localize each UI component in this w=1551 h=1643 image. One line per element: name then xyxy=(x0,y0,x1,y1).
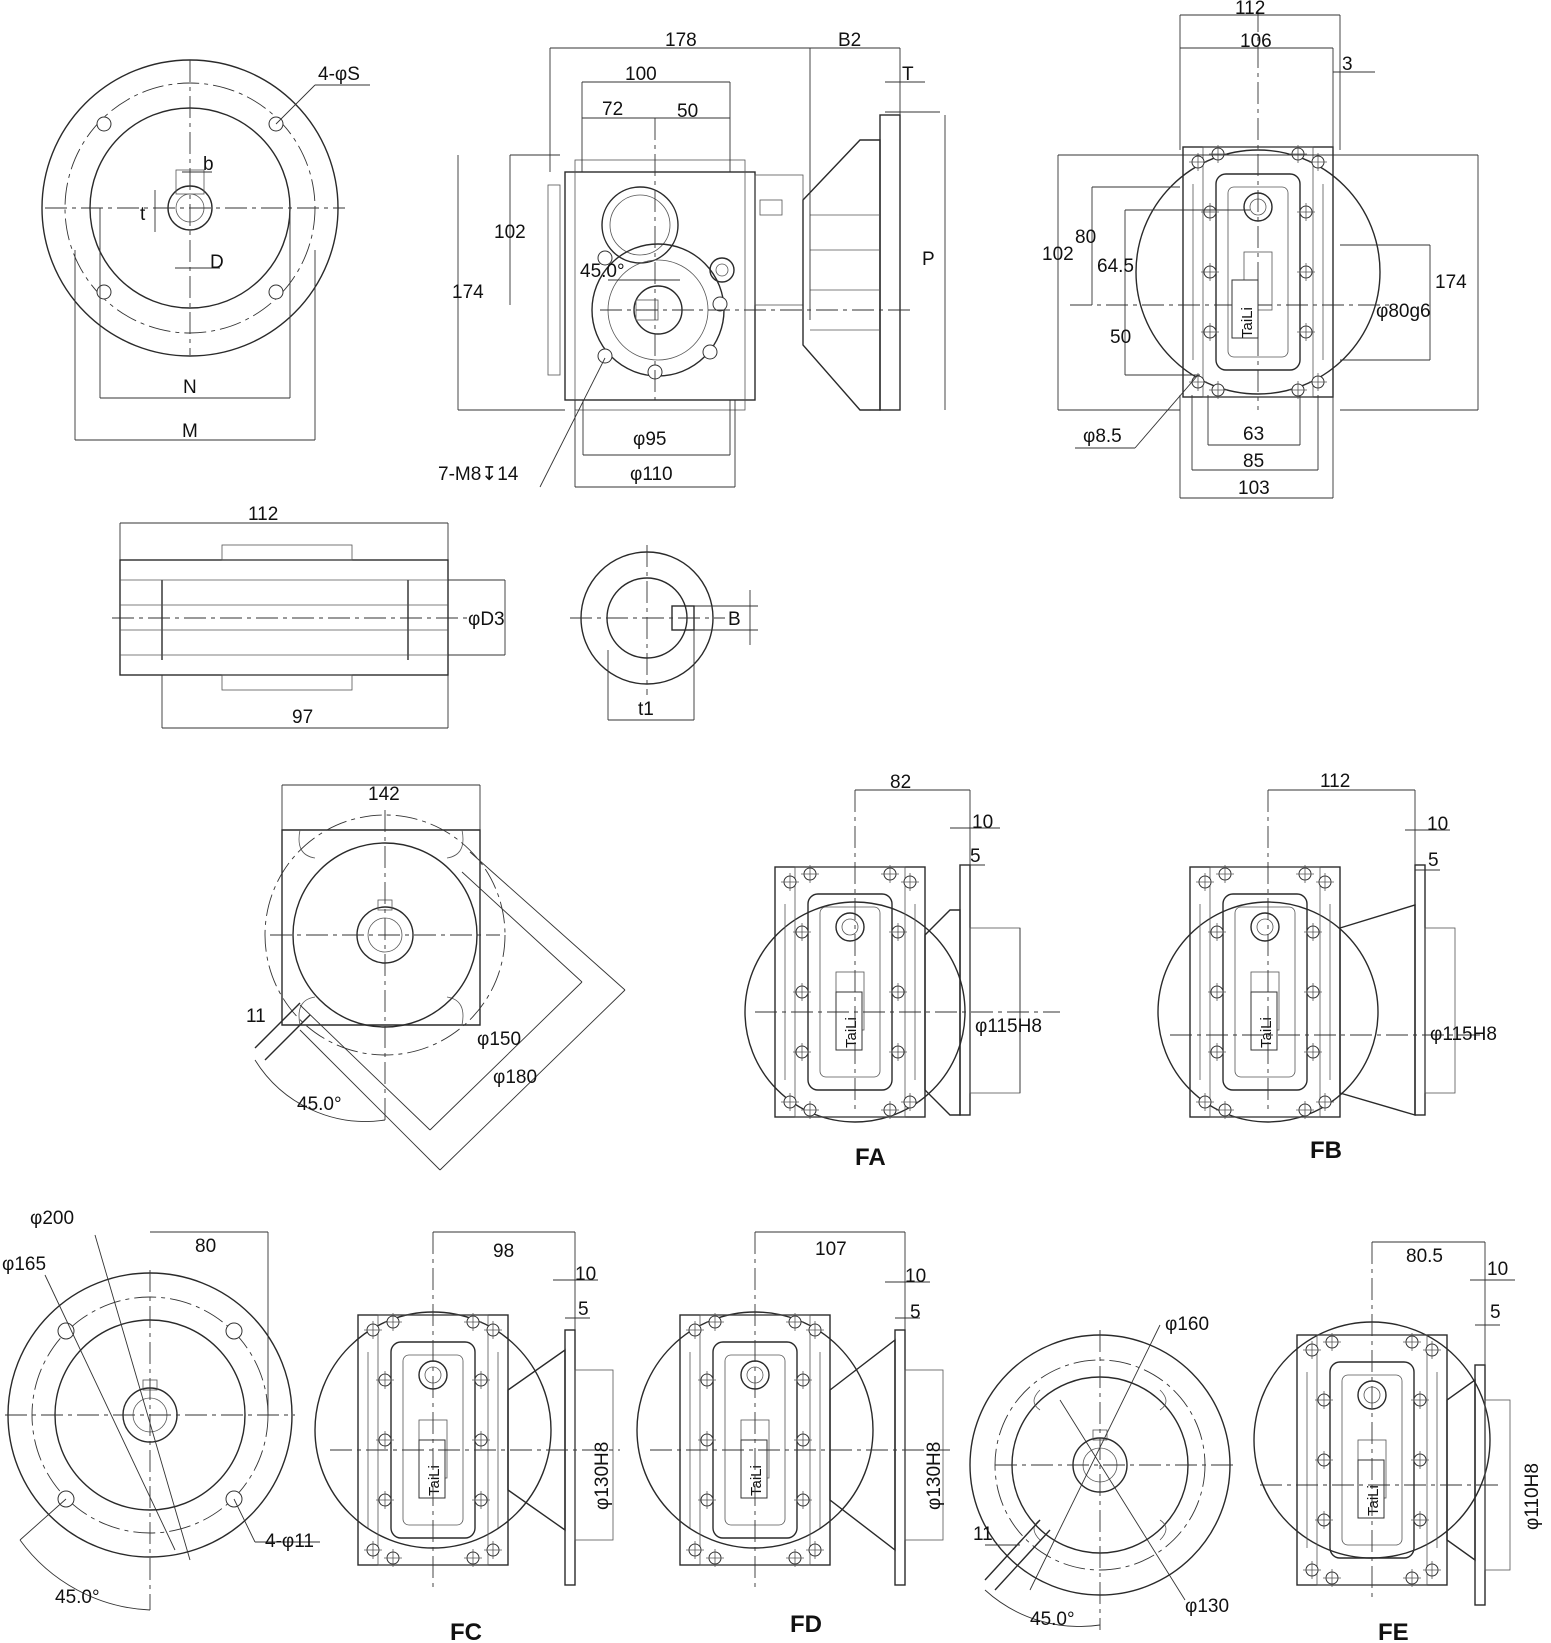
gearbox-side-view: TaiLi 112 106 3 80 102 64.5 50 174 φ80g6… xyxy=(1042,0,1479,499)
dim-5-fc: 5 xyxy=(578,1299,589,1320)
slotted-flange-view: φ160 11 φ130 45.0° xyxy=(969,1314,1235,1630)
dim-106: 106 xyxy=(1240,31,1272,52)
label-FC: FC xyxy=(450,1619,482,1643)
dim-phi110: φ110 xyxy=(630,464,673,485)
fa-view: TaiLi 82 10 5 φ115H8 FA xyxy=(744,772,1060,1171)
dim-phi115-fa: φ115H8 xyxy=(975,1016,1042,1037)
dim-107: 107 xyxy=(815,1239,847,1260)
fb-view: TaiLi 112 10 5 φ115H8 FB xyxy=(1157,771,1497,1164)
dim-t1: t1 xyxy=(638,699,654,720)
dim-10-fd: 10 xyxy=(905,1266,926,1287)
brand-label-fe: TaiLi xyxy=(1365,1485,1382,1516)
dim-phi80g6: φ80g6 xyxy=(1376,301,1431,322)
label-D: D xyxy=(210,252,224,273)
dim-112-fb: 112 xyxy=(1320,771,1350,792)
fd-view: TaiLi 107 10 5 φ130H8 FD xyxy=(636,1231,950,1638)
dim-100: 100 xyxy=(625,64,657,85)
label-t: t xyxy=(140,204,146,225)
dim-98: 98 xyxy=(493,1241,514,1262)
dim-80: 80 xyxy=(1075,227,1096,248)
dim-5-fa: 5 xyxy=(970,846,981,867)
hollow-shaft-view: 112 φD3 97 xyxy=(112,504,506,729)
dim-B2: B2 xyxy=(838,30,861,51)
dim-102: 102 xyxy=(494,222,526,243)
label-4-phiS: 4-φS xyxy=(318,64,360,85)
dim-5-fe: 5 xyxy=(1490,1302,1501,1323)
dim-angle-45-rf: 45.0° xyxy=(55,1587,100,1608)
square-flange-view: 142 11 φ150 φ180 45.0° xyxy=(246,784,626,1171)
dim-angle-45: 45.0° xyxy=(580,261,625,282)
dim-phi8-5: φ8.5 xyxy=(1083,426,1122,447)
brand-label-fc: TaiLi xyxy=(426,1465,443,1496)
dim-10-fa: 10 xyxy=(972,812,993,833)
dim-82: 82 xyxy=(890,772,911,793)
dim-phi160: φ160 xyxy=(1165,1314,1209,1335)
fc-view: TaiLi 98 10 5 φ130H8 FC xyxy=(314,1231,620,1643)
dim-angle-45-slot: 45.0° xyxy=(1030,1609,1075,1630)
dim-85: 85 xyxy=(1243,451,1264,472)
dim-10-fc: 10 xyxy=(575,1264,596,1285)
dim-174: 174 xyxy=(452,282,484,303)
dim-102b: 102 xyxy=(1042,244,1074,265)
dim-phi200: φ200 xyxy=(30,1208,74,1229)
dim-angle-45-sq: 45.0° xyxy=(297,1094,342,1115)
dim-80-rf: 80 xyxy=(195,1236,216,1257)
dim-10-fe: 10 xyxy=(1487,1259,1508,1280)
dim-80-5: 80.5 xyxy=(1406,1246,1443,1267)
dim-5-fd: 5 xyxy=(910,1302,921,1323)
brand-label-fa: TaiLi xyxy=(843,1017,860,1048)
label-FA: FA xyxy=(855,1144,886,1171)
dim-T: T xyxy=(902,64,914,85)
dim-phiD3: φD3 xyxy=(468,609,505,630)
dim-50: 50 xyxy=(677,101,698,122)
shaft-section-view: B t1 xyxy=(570,545,758,721)
dim-phi115-fb: φ115H8 xyxy=(1430,1024,1497,1045)
thread-callout: 7-M8↧14 xyxy=(438,464,519,485)
gearbox-front-view: 178 B2 100 72 50 T P 102 174 45.0° φ95 φ… xyxy=(438,30,946,488)
dim-64-5: 64.5 xyxy=(1097,256,1134,277)
dim-P: P xyxy=(922,249,935,270)
label-FE: FE xyxy=(1378,1619,1409,1643)
dim-5-fb: 5 xyxy=(1428,850,1439,871)
dim-10-fb: 10 xyxy=(1427,814,1448,835)
dim-11: 11 xyxy=(246,1006,266,1027)
label-M: M xyxy=(182,421,198,442)
label-N: N xyxy=(183,377,197,398)
label-FD: FD xyxy=(790,1611,822,1638)
dim-4-phi11: 4-φ11 xyxy=(265,1531,314,1552)
dim-phi130-fc: φ130H8 xyxy=(592,1442,613,1510)
brand-label-fd: TaiLi xyxy=(748,1465,765,1496)
dim-112-shaft: 112 xyxy=(248,504,278,525)
dim-103: 103 xyxy=(1238,478,1270,499)
dim-72: 72 xyxy=(602,99,623,120)
brand-label: TaiLi xyxy=(1239,307,1256,338)
dim-174b: 174 xyxy=(1435,272,1467,293)
dim-178: 178 xyxy=(665,30,697,51)
fe-view: TaiLi 80.5 10 5 φ110H8 FE xyxy=(1253,1241,1543,1643)
dim-112: 112 xyxy=(1235,0,1265,19)
dim-phi180: φ180 xyxy=(493,1067,537,1088)
dim-97: 97 xyxy=(292,707,313,728)
dim-63: 63 xyxy=(1243,424,1264,445)
dim-11-slot: 11 xyxy=(973,1524,993,1545)
dim-142: 142 xyxy=(368,784,400,805)
label-FB: FB xyxy=(1310,1137,1342,1164)
dim-3: 3 xyxy=(1342,54,1353,75)
dim-phi95: φ95 xyxy=(633,429,666,450)
dim-phi130-slot: φ130 xyxy=(1185,1596,1229,1617)
label-b: b xyxy=(203,154,214,175)
dim-phi165: φ165 xyxy=(2,1254,46,1275)
round-flange-view: φ200 φ165 80 4-φ11 45.0° xyxy=(2,1208,320,1611)
dim-50b: 50 xyxy=(1110,327,1131,348)
dim-phi150: φ150 xyxy=(477,1029,521,1050)
dim-B: B xyxy=(728,609,741,630)
dim-phi130-fd: φ130H8 xyxy=(924,1442,945,1510)
dim-phi110-fe: φ110H8 xyxy=(1522,1463,1543,1530)
brand-label-fb: TaiLi xyxy=(1258,1017,1275,1048)
flange-front-view: 4-φS b t D N M xyxy=(41,59,370,442)
